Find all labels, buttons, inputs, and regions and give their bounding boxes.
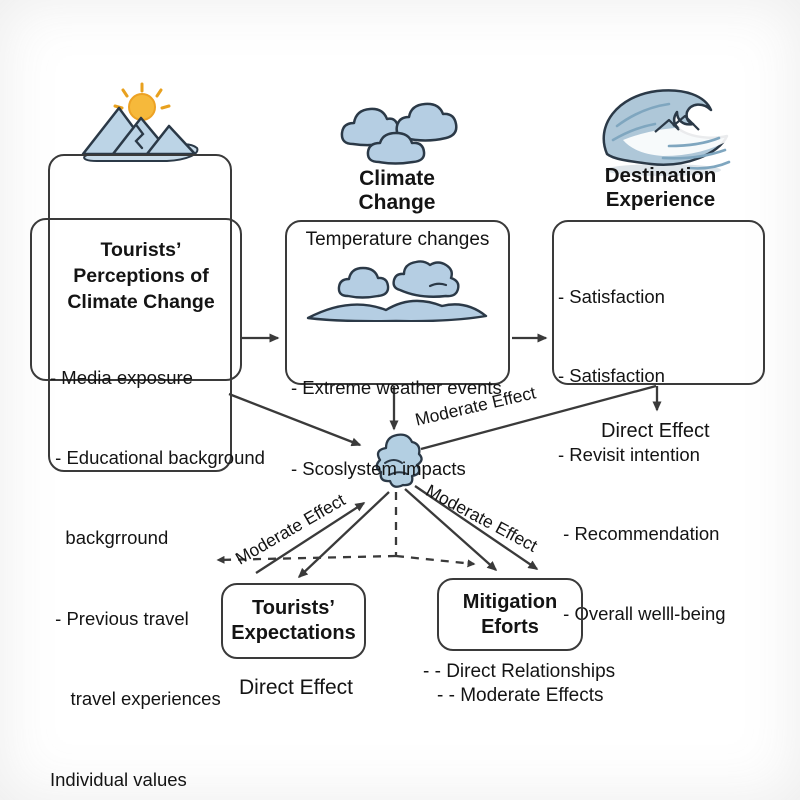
line-cloud-to-destination: [420, 384, 657, 451]
list-item: - Media exposure: [50, 366, 193, 388]
legend-moderate-effects: - - Moderate Effects: [437, 685, 604, 706]
perceptions-box: [48, 154, 232, 472]
perceptions-back-box: [30, 218, 242, 381]
label-direct-effect-right: Direct Effect: [601, 420, 710, 442]
climate-impacts-box: [285, 220, 510, 385]
list-item: travel experiences: [50, 688, 221, 710]
list-item: - Scoslystem impacts: [291, 458, 466, 479]
expectations-box-label: Tourists’ Expectations: [231, 597, 356, 644]
label-direct-effect-bottom: Direct Effect: [239, 676, 353, 699]
perceptions-box-list: - Media exposure - Educational backgroun…: [50, 311, 265, 800]
list-item: - Revisit intention: [558, 444, 700, 466]
header-destination-experience: Destination Experience: [604, 164, 717, 211]
list-item: - Previous travel: [50, 607, 189, 629]
arrow-expectations-to-cloud: [255, 502, 366, 574]
clouds-icon: [340, 102, 458, 165]
ocean-wave-icon: [602, 89, 733, 176]
climate-impacts-title: Temperature changes: [305, 229, 490, 250]
clouds-hills-icon: [306, 260, 488, 322]
destination-list: - Satisfaction - Satisfaction - Revisit …: [558, 231, 726, 680]
legend: - - Direct Relationships - - Moderate Ef…: [423, 661, 615, 707]
arrow-cloud-to-expectations: [297, 491, 390, 579]
perceptions-box-title: Tourists’ Perceptions of Climate Change: [67, 239, 215, 313]
cloud-node-icon: [375, 433, 423, 488]
mitigation-box-label: Mitigation Eforts: [462, 590, 558, 638]
mitigation-box: Mitigation Eforts: [437, 578, 583, 651]
expectations-box: Tourists’ Expectations: [221, 583, 366, 659]
list-item: - Extreme weather events: [291, 377, 502, 398]
climate-impacts-list: - Extreme weather events - Scoslystem im…: [291, 320, 502, 536]
list-item: - Satisfaction: [558, 285, 665, 307]
list-item: Individual values: [50, 768, 187, 790]
header-climate-change: Climate Change: [358, 167, 436, 214]
legend-direct-relationships: - - Direct Relationships: [423, 661, 616, 682]
destination-box: [552, 220, 765, 385]
list-item: - Educational background: [50, 446, 265, 468]
arrow-perceptions-to-cloud: [228, 392, 362, 447]
arrow-cloud-to-mitigation-2: [414, 485, 539, 570]
list-item: - Satisfaction: [558, 365, 665, 387]
list-item: - Recommendation: [558, 523, 720, 545]
list-item: backgrround: [50, 527, 169, 549]
dashed-branch-right: [395, 554, 476, 568]
list-item: - Overall welll-being: [558, 602, 726, 624]
arrow-cloud-to-mitigation-1: [404, 488, 498, 571]
